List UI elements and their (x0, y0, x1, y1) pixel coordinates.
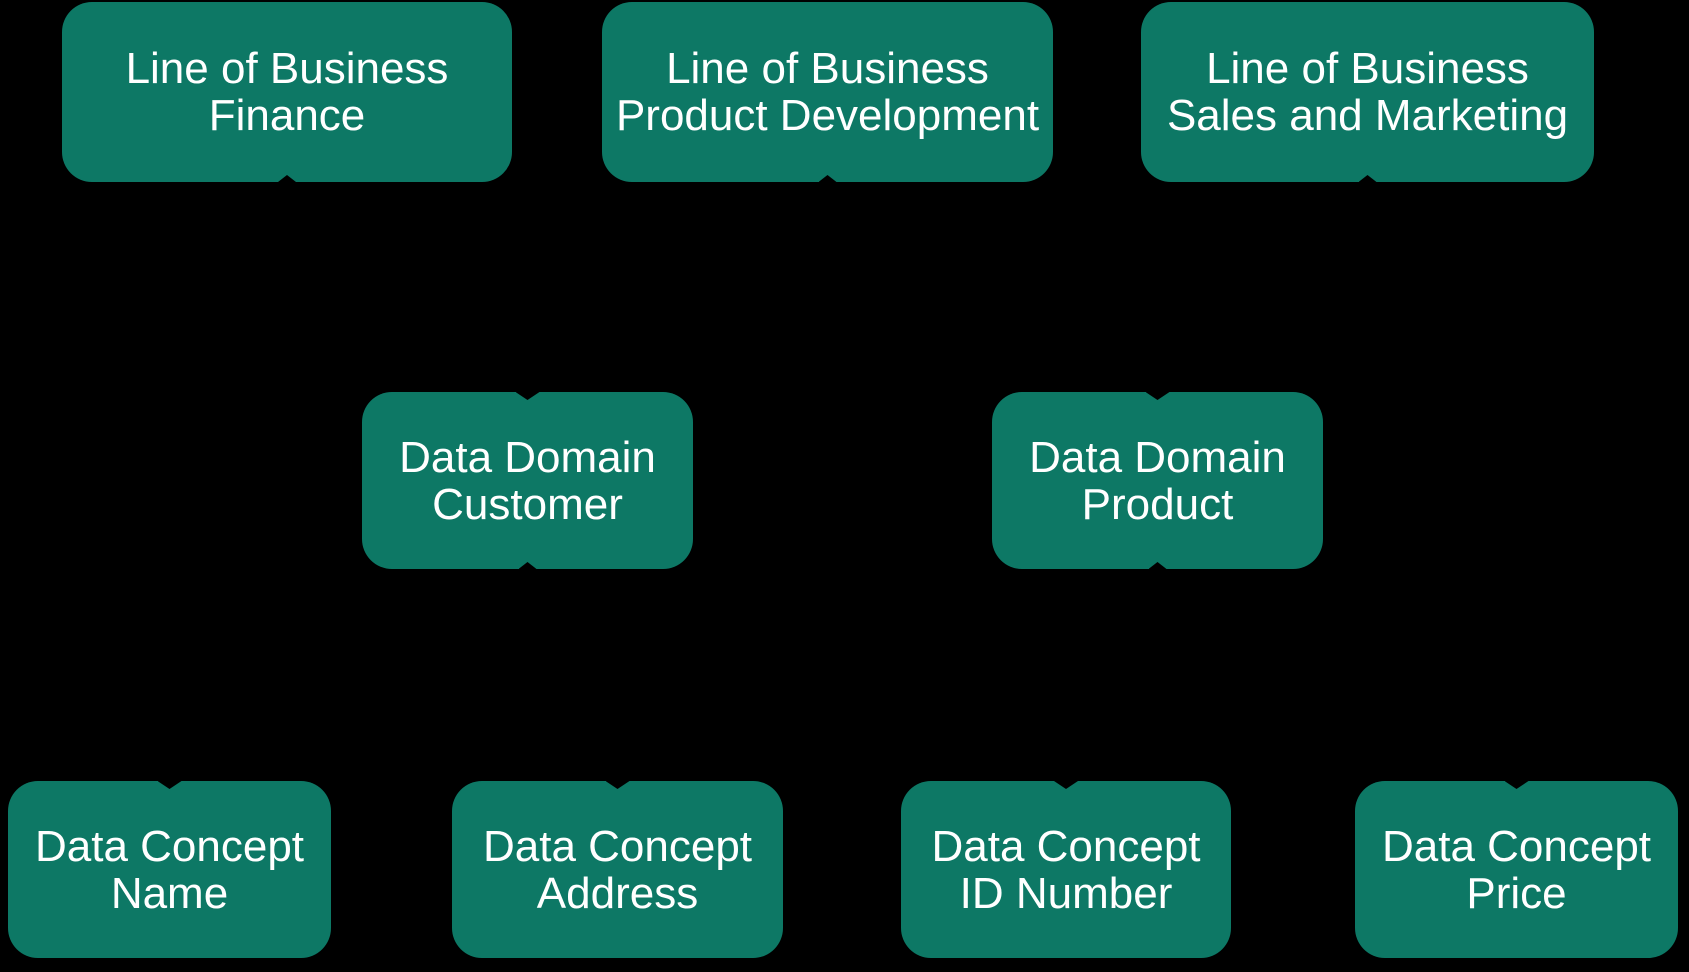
node-line-of-business-finance: Line of Business Finance (62, 2, 512, 182)
node-label-line: Data Concept (34, 821, 305, 871)
node-data-concept-name: Data Concept Name (8, 781, 331, 958)
node-label-line: Finance (208, 91, 366, 140)
node-label-line: Data Domain (399, 432, 656, 482)
node-label-line: Line of Business (125, 44, 449, 93)
node-label-line: Customer (432, 479, 623, 529)
edge-exit-notch (818, 175, 837, 182)
node-label-line: ID Number (959, 868, 1173, 918)
edge-exit-notch (278, 175, 296, 182)
node-label-line: Address (536, 868, 699, 918)
edge-arrowhead-notch (157, 781, 182, 789)
node-label-line: Data Concept (1381, 821, 1652, 871)
node-data-domain-product: Data Domain Product (992, 392, 1323, 569)
edge-arrowhead-notch (515, 392, 540, 400)
edge-arrowhead-notch (1504, 781, 1529, 789)
edge-exit-notch (518, 562, 537, 569)
node-data-domain-customer: Data Domain Customer (362, 392, 693, 569)
node-label-line: Data Concept (931, 821, 1201, 871)
edge-arrowhead-notch (605, 781, 630, 789)
node-label-line: Name (110, 868, 229, 918)
node-label-line: Product Development (615, 91, 1040, 140)
node-label-line: Product (1081, 479, 1234, 529)
node-line-of-business-sales-and-marketing: Line of Business Sales and Marketing (1141, 2, 1594, 182)
node-data-concept-price: Data Concept Price (1355, 781, 1678, 958)
node-label-line: Line of Business (1206, 44, 1529, 93)
node-label-line: Price (1466, 868, 1567, 918)
node-label-line: Sales and Marketing (1166, 91, 1569, 140)
node-label-line: Data Concept (482, 821, 753, 871)
node-line-of-business-product-development: Line of Business Product Development (602, 2, 1053, 182)
node-data-concept-address: Data Concept Address (452, 781, 783, 958)
node-label-line: Data Domain (1029, 432, 1286, 482)
node-label-line: Line of Business (666, 44, 989, 93)
node-data-concept-id-number: Data Concept ID Number (901, 781, 1231, 958)
edge-exit-notch (1358, 175, 1377, 182)
edge-arrowhead-notch (1145, 392, 1170, 400)
edge-arrowhead-notch (1054, 781, 1078, 789)
edge-exit-notch (1148, 562, 1167, 569)
